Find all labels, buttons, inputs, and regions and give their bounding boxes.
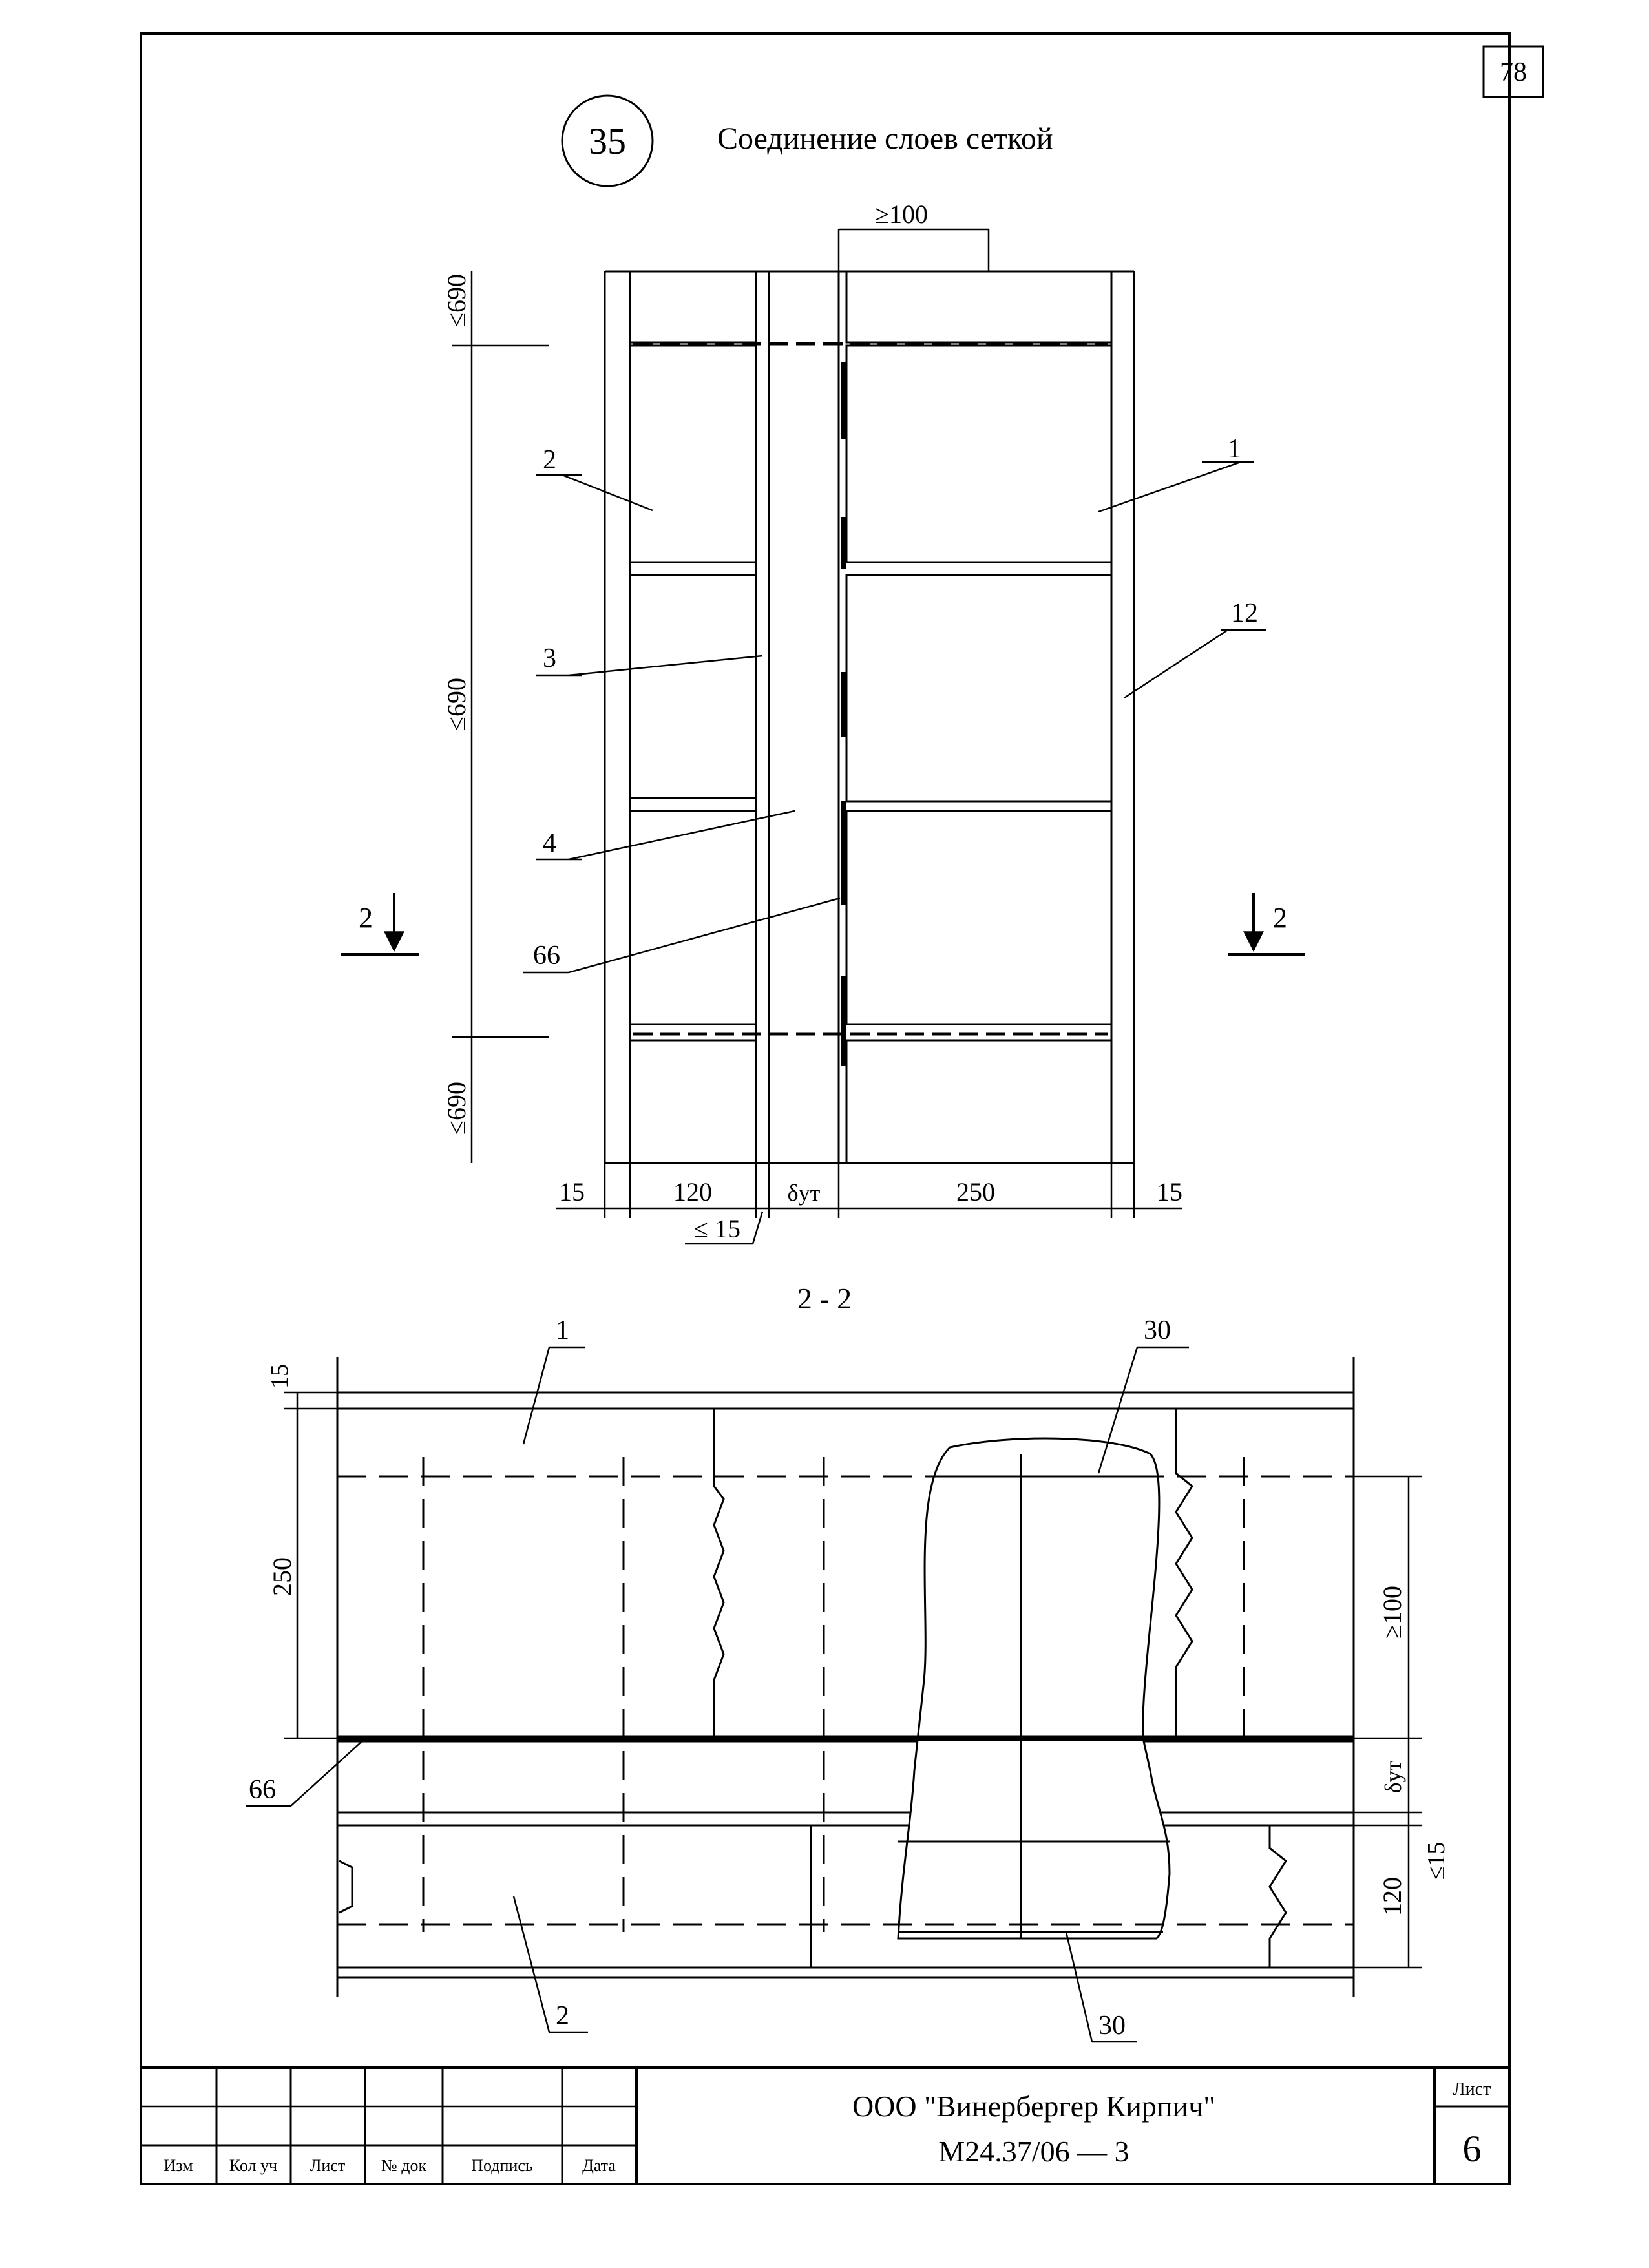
opening-30 <box>897 1437 1171 1940</box>
dim-250: 250 <box>956 1177 995 1206</box>
insulation-layer <box>768 270 840 1164</box>
header-data: Дата <box>582 2156 616 2175</box>
inner-leaf <box>336 1824 1355 1969</box>
inner-block <box>629 344 757 563</box>
svg-text:30: 30 <box>1144 1316 1171 1345</box>
outer-block <box>845 270 1113 344</box>
outer-block <box>845 1039 1113 1164</box>
callout-66: 66 <box>246 1741 362 1807</box>
inner-block <box>629 574 757 799</box>
page-number-box: 78 <box>1482 45 1544 98</box>
dim-top: ≥100 <box>875 200 928 229</box>
dim-joint: ≤ 15 <box>694 1214 740 1243</box>
sheet-frame <box>140 32 1511 2185</box>
svg-text:2: 2 <box>1273 902 1287 934</box>
callout-30-top: 30 <box>1097 1316 1189 1474</box>
dim-15-left: 15 <box>559 1177 585 1206</box>
block-joint <box>1268 1825 1287 1968</box>
callout-3: 3 <box>536 644 763 677</box>
svg-text:12: 12 <box>1231 598 1258 628</box>
block-joint-lines <box>337 1457 1354 1932</box>
detail-header: 35 Соединение слоев сеткой <box>561 94 1053 187</box>
sheet-number: 6 <box>1463 2128 1482 2170</box>
callout-2: 2 <box>512 1896 588 2033</box>
callout-12: 12 <box>1124 598 1266 699</box>
header-nodok: № док <box>381 2156 427 2175</box>
outer-block <box>845 574 1113 803</box>
svg-text:66: 66 <box>533 941 560 971</box>
outer-leaf <box>336 1407 1355 1739</box>
company-name: ООО "Винербергер Кирпич" <box>852 2090 1215 2123</box>
block-joint <box>1175 1409 1193 1738</box>
svg-text:1: 1 <box>556 1316 569 1345</box>
dim-joint: ≤15 <box>1423 1842 1450 1880</box>
inner-block <box>629 1039 757 1164</box>
svg-text:4: 4 <box>543 828 556 858</box>
section-mark-left: 2 <box>341 893 419 956</box>
block-joint <box>713 1409 725 1738</box>
dim-insulation: δут <box>1380 1760 1406 1793</box>
header-podpis: Подпись <box>471 2156 533 2175</box>
callout-30-bottom: 30 <box>1065 1931 1137 2043</box>
detail-number: 35 <box>589 120 626 162</box>
header-list: Лист <box>310 2156 345 2175</box>
page-number: 78 <box>1500 58 1527 87</box>
svg-text:66: 66 <box>249 1775 276 1805</box>
dim-left-bottom: ≤690 <box>442 1082 471 1135</box>
dim-left-mid: ≤690 <box>442 678 471 731</box>
section-view: 2 - 2 <box>246 1282 1450 2043</box>
outer-block <box>845 810 1113 1025</box>
header-kol-uch: Кол уч <box>229 2156 277 2175</box>
callout-4: 4 <box>536 810 795 861</box>
dim-left-top: ≤690 <box>442 274 471 327</box>
inner-block <box>629 270 757 344</box>
dim-120: 120 <box>673 1177 712 1206</box>
dim-120: 120 <box>1378 1877 1407 1916</box>
dim-15-right: 15 <box>1157 1177 1182 1206</box>
title-block: Изм Кол уч Лист № док Подпись Дата ООО "… <box>141 2066 1509 2184</box>
elevation-view: ≥100 ≤690 ≤690 ≤690 2 2 1 2 <box>341 200 1305 1245</box>
header-izm: Изм <box>163 2156 193 2175</box>
callout-1: 1 <box>522 1316 585 1445</box>
svg-text:2: 2 <box>556 2001 569 2031</box>
dim-insulation: δут <box>788 1180 821 1206</box>
svg-text:1: 1 <box>1228 434 1241 464</box>
dim-250: 250 <box>268 1557 297 1596</box>
svg-text:2: 2 <box>359 902 373 934</box>
section-mark-right: 2 <box>1228 893 1305 956</box>
outer-block <box>845 344 1113 563</box>
block-joint <box>339 1860 353 1914</box>
dim-15-top: 15 <box>266 1364 293 1389</box>
sheet-label: Лист <box>1453 2079 1491 2099</box>
callout-1: 1 <box>1098 434 1254 513</box>
callout-66: 66 <box>523 897 841 974</box>
document-code: М24.37/06 — 3 <box>938 2135 1129 2168</box>
detail-title: Соединение слоев сеткой <box>717 121 1053 156</box>
section-title: 2 - 2 <box>797 1282 852 1315</box>
svg-text:2: 2 <box>543 445 556 475</box>
insulation-layer <box>336 1740 1355 1814</box>
svg-text:30: 30 <box>1098 2011 1126 2041</box>
callout-2: 2 <box>536 445 653 512</box>
dim-100: ≥100 <box>1378 1586 1407 1639</box>
svg-text:3: 3 <box>543 644 556 673</box>
